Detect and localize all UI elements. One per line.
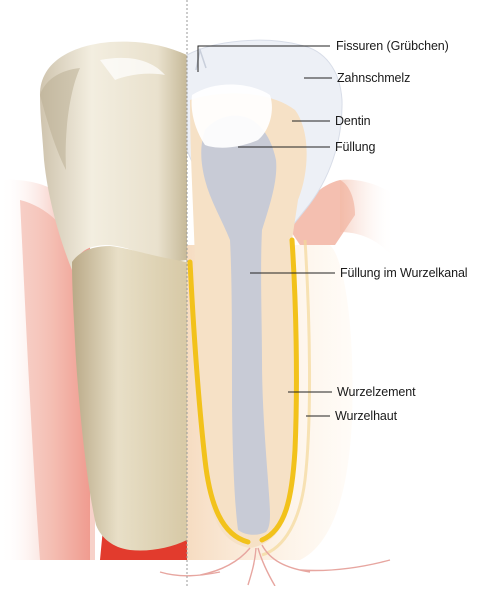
label-fissuren: Fissuren (Grübchen) bbox=[336, 39, 449, 53]
label-wurzelhaut: Wurzelhaut bbox=[335, 409, 397, 423]
label-dentin: Dentin bbox=[335, 114, 371, 128]
label-wurzelzement: Wurzelzement bbox=[337, 385, 415, 399]
label-fuellung-wurzelkanal: Füllung im Wurzelkanal bbox=[340, 266, 467, 280]
gum-right-edge bbox=[340, 180, 395, 260]
filling-cap bbox=[192, 84, 272, 147]
label-zahnschmelz: Zahnschmelz bbox=[337, 71, 410, 85]
label-fuellung: Füllung bbox=[335, 140, 375, 154]
